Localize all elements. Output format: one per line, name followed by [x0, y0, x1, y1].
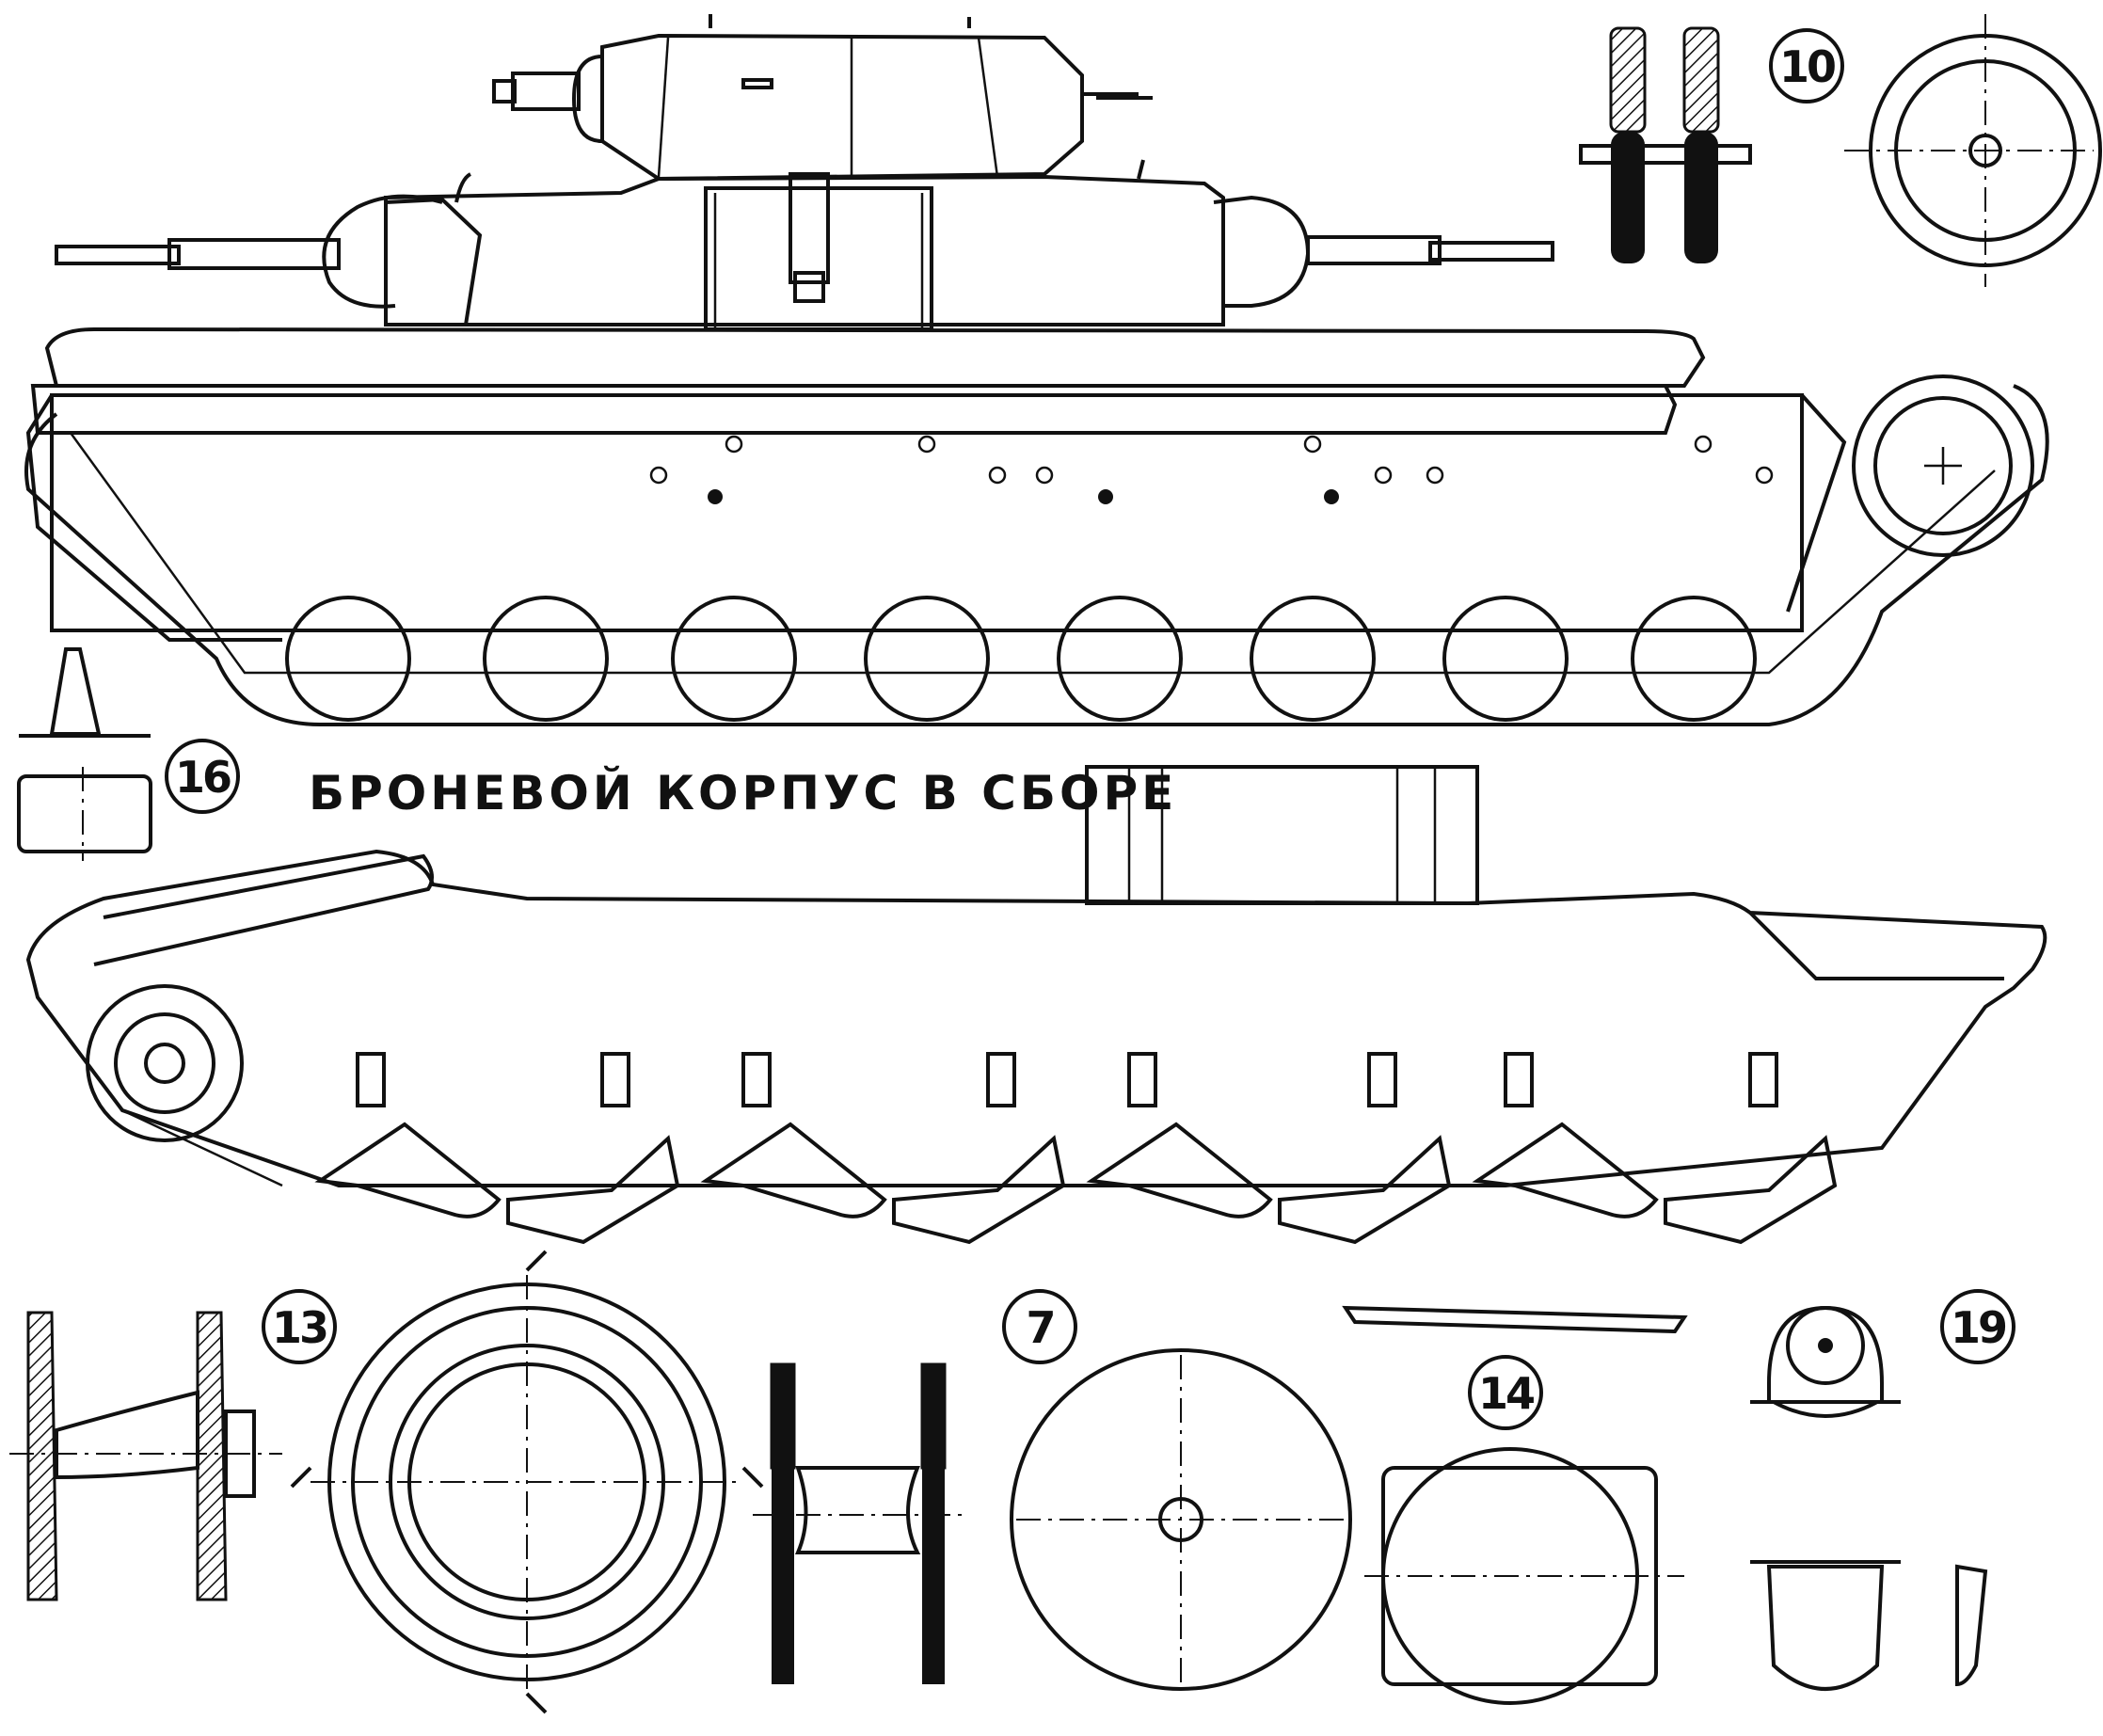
armored-hull-assembled: [25, 765, 2047, 1245]
track: [24, 384, 2049, 726]
rivet-pattern: [649, 435, 1774, 504]
hull-body: [25, 326, 1847, 642]
detail-16: 16: [17, 647, 240, 861]
tank-side-view: [24, 14, 2049, 726]
detail-7: 7: [753, 1289, 1352, 1691]
detail-10: 10: [1579, 14, 2102, 287]
drive-sprocket: [1852, 374, 2034, 557]
callout-16-label: 16: [175, 752, 231, 803]
detail-13: 13: [9, 1289, 337, 1601]
detail-14: 14: [1342, 1305, 1688, 1705]
hull-superstructure: [55, 159, 1554, 331]
callout-14-label: 14: [1478, 1368, 1534, 1419]
suspension-bogies: [314, 1122, 1838, 1245]
drawing-title: БРОНЕВОЙ КОРПУС В СБОРЕ: [309, 765, 1177, 820]
detail-19: 19: [1750, 1289, 2015, 1691]
callout-13-label: 13: [272, 1302, 327, 1353]
main-turret: [492, 14, 1153, 182]
callout-19-label: 19: [1951, 1302, 2006, 1353]
spring-units: [356, 1052, 1778, 1107]
callout-7-label: 7: [1026, 1302, 1053, 1353]
callout-10-label: 10: [1779, 41, 1835, 92]
drive-sprocket-detail: [290, 1250, 764, 1714]
road-wheels: [285, 596, 1757, 722]
